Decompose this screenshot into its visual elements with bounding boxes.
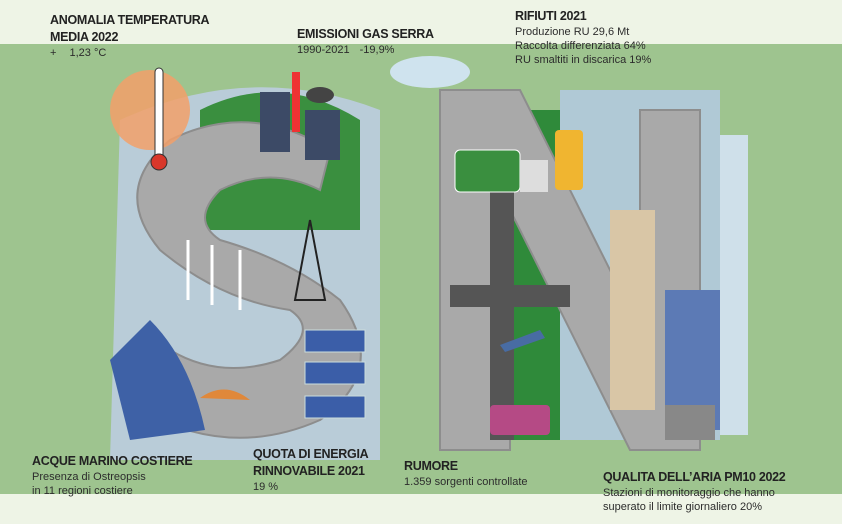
renewable-title-1: QUOTA DI ENERGIA [253, 447, 369, 461]
temperature-title-2: MEDIA 2022 [50, 30, 119, 44]
garbage-truck-icon [454, 149, 521, 193]
factory-icon [260, 92, 290, 152]
noise-label: RUMORE 1.359 sorgenti controllate [404, 458, 528, 489]
recycling-bin-icon [555, 130, 583, 190]
emissions-label: EMISSIONI GAS SERRA 1990-2021 -19,9% [297, 26, 434, 57]
power-pylon-icon [293, 219, 327, 301]
waste-line: RU smaltiti in discarica 19% [515, 54, 652, 66]
emissions-period: 1990-2021 [297, 44, 350, 56]
waste-label: RIFIUTI 2021 Produzione RU 29,6 Mt Racco… [515, 8, 651, 67]
renewable-title-2: RINNOVABILE 2021 [253, 464, 365, 478]
marine-title: ACQUE MARINO COSTIERE [32, 454, 193, 468]
sea-icon [110, 320, 205, 440]
bus-icon [490, 405, 550, 435]
air-title: QUALITA DELL’ARIA PM10 2022 [603, 470, 786, 484]
temperature-label: ANOMALIA TEMPERATURA MEDIA 2022 + 1,23 °… [50, 12, 210, 60]
wind-turbines-icon [186, 240, 242, 310]
umbrella-icon [200, 389, 250, 400]
noise-value: 1.359 sorgenti controllate [404, 476, 528, 488]
solar-panels-icon [304, 329, 366, 419]
smoke-icon [306, 87, 334, 103]
waste-title: RIFIUTI 2021 [515, 9, 587, 23]
marine-line: Presenza di Ostreopsis [32, 471, 146, 483]
air-label: QUALITA DELL’ARIA PM10 2022 Stazioni di … [603, 469, 786, 514]
renewable-label: QUOTA DI ENERGIA RINNOVABILE 2021 19 % [253, 446, 369, 494]
building-icon [610, 210, 655, 410]
road-vertical [490, 190, 514, 440]
waste-line: Raccolta differenziata 64% [515, 40, 646, 52]
air-line: superato il limite giornaliero 20% [603, 501, 762, 513]
noise-title: RUMORE [404, 459, 458, 473]
marine-label: ACQUE MARINO COSTIERE Presenza di Ostreo… [32, 453, 193, 498]
monitoring-station-icon [665, 405, 715, 440]
sun-icon [110, 70, 190, 150]
temperature-sign: + [50, 47, 57, 59]
waste-line: Produzione RU 29,6 Mt [515, 26, 630, 38]
emissions-title: EMISSIONI GAS SERRA [297, 27, 434, 41]
temperature-value: 1,23 °C [69, 47, 107, 59]
emissions-value: -19,9% [359, 44, 395, 56]
thermometer-icon [154, 67, 164, 164]
marine-line: in 11 regioni costiere [32, 485, 133, 497]
air-line: Stazioni di monitoraggio che hanno [603, 487, 775, 499]
renewable-value: 19 % [253, 481, 279, 493]
airplane-icon [500, 330, 545, 352]
cloud-icon [390, 56, 470, 88]
road-horizontal [450, 285, 570, 307]
temperature-title-1: ANOMALIA TEMPERATURA [50, 13, 210, 27]
